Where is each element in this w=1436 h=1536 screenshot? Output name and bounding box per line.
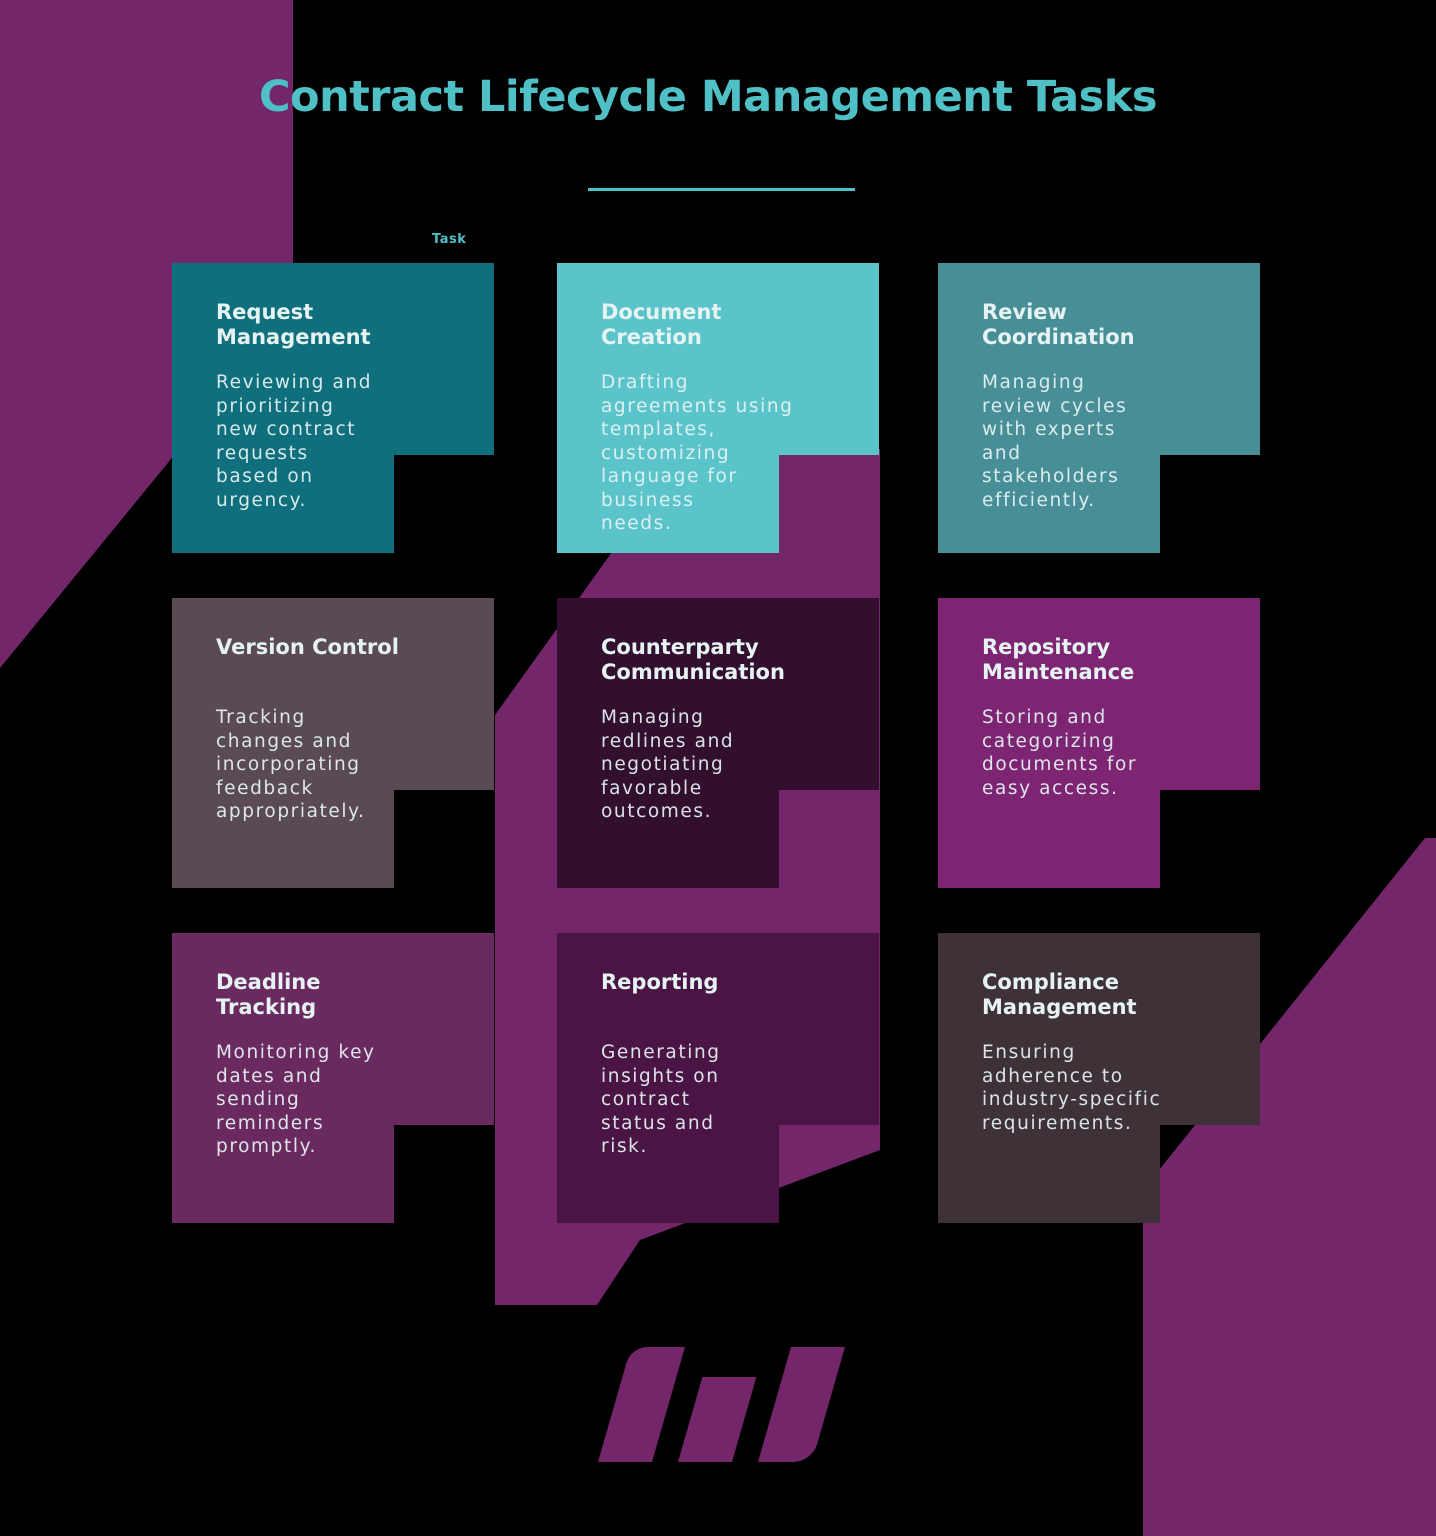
logo-stroke-3 xyxy=(758,1347,845,1462)
folded-corner-icon xyxy=(1185,479,1255,553)
card-title: Reporting xyxy=(601,970,719,994)
title-underline xyxy=(588,188,855,191)
card-request-management: Request Management Reviewing and priorit… xyxy=(172,263,494,553)
card-title: Deadline Tracking xyxy=(216,970,321,1019)
card-deadline-tracking: Deadline Tracking Monitoring key dates a… xyxy=(172,933,494,1223)
folded-corner-icon xyxy=(1185,814,1255,888)
m-monogram-logo xyxy=(598,1347,858,1472)
folded-corner-icon xyxy=(419,479,489,553)
page-title: Contract Lifecycle Management Tasks xyxy=(259,72,1157,122)
card-title: Review Coordination xyxy=(982,300,1135,349)
logo-stroke-2 xyxy=(678,1377,757,1462)
folded-corner-icon xyxy=(419,814,489,888)
card-title: Request Management xyxy=(216,300,371,349)
card-title: Repository Maintenance xyxy=(982,635,1135,684)
card-body: Generating insights on contract status a… xyxy=(601,1042,721,1157)
card-title: Document Creation xyxy=(601,300,722,349)
card-body: Tracking changes and incorporating feedb… xyxy=(216,707,366,822)
task-label: Task xyxy=(432,232,467,247)
card-title: Counterparty Communication xyxy=(601,635,785,684)
card-body: Managing review cycles with experts and … xyxy=(982,372,1128,511)
card-reporting: Reporting Generating insights on contrac… xyxy=(557,933,879,1223)
card-body: Drafting agreements using templates, cus… xyxy=(601,372,794,534)
card-compliance-management: Compliance Management Ensuring adherence… xyxy=(938,933,1260,1223)
card-body: Monitoring key dates and sending reminde… xyxy=(216,1042,376,1157)
card-body: Managing redlines and negotiating favora… xyxy=(601,707,735,822)
card-body: Reviewing and prioritizing new contract … xyxy=(216,372,373,511)
logo-stroke-1 xyxy=(598,1347,685,1462)
card-body: Ensuring adherence to industry-specific … xyxy=(982,1042,1162,1134)
card-body: Storing and categorizing documents for e… xyxy=(982,707,1138,799)
card-review-coordination: Review Coordination Managing review cycl… xyxy=(938,263,1260,553)
folded-corner-icon xyxy=(419,1149,489,1223)
card-version-control: Version Control Tracking changes and inc… xyxy=(172,598,494,888)
card-repository-maintenance: Repository Maintenance Storing and categ… xyxy=(938,598,1260,888)
card-title: Version Control xyxy=(216,635,399,659)
card-title: Compliance Management xyxy=(982,970,1137,1019)
